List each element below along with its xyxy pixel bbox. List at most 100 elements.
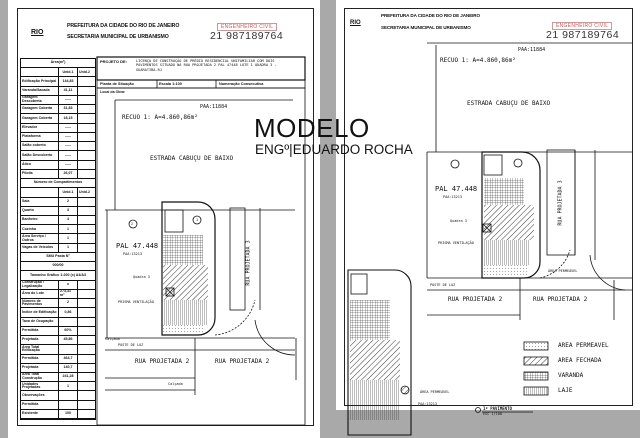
table-cell: 41,11: [59, 86, 78, 95]
ventilation-label-right: PRISMA VENTILAÇÃO: [438, 241, 474, 245]
table-cell: [78, 244, 95, 252]
watermark-title: MODELO: [254, 113, 370, 143]
table-cell: 18,15: [59, 114, 78, 123]
table-cell: -----: [59, 123, 78, 132]
table-cell: [78, 318, 95, 326]
table-cell: Área Total Edificação: [21, 345, 59, 354]
pal-sub-label-right: PAA:13213: [443, 195, 462, 199]
table-cell: x: [59, 280, 78, 289]
table-cell: [78, 170, 95, 178]
pal-label-right: PAL 47.448: [435, 185, 478, 193]
table-cell: [78, 161, 95, 169]
table-row: 000/00: [21, 262, 95, 272]
block-label: Quadra 3: [133, 275, 150, 279]
table-cell: [78, 308, 95, 316]
table-cell: [59, 400, 78, 409]
floor-scale: ESC 1/100: [483, 412, 502, 416]
rio-logo: RIO: [31, 29, 44, 36]
paa-label-right: PAA:11884: [518, 47, 546, 53]
table-row: Permitida: [21, 400, 95, 410]
table-cell: [78, 234, 95, 242]
table-cell: Cozinha: [21, 225, 59, 234]
table-cell: Permitida: [21, 326, 59, 336]
table-cell: [78, 151, 95, 159]
table-cell: [78, 290, 95, 298]
legend-permeable: AREA PERMEAVEL: [558, 342, 609, 349]
city-hall-title-right: PREFEITURA DA CIDADE DO RIO DE JANEIRO: [381, 13, 480, 18]
left-sheet-frame: [17, 8, 314, 426]
pole-label: POSTE DE LUZ: [118, 343, 144, 347]
legend-closed: AREA FECHADA: [558, 357, 602, 364]
project-description: LICENÇA DE CONSTRUÇÃO DE PRÉDIO RESIDENC…: [136, 59, 277, 72]
table-cell: Salão Descoberto: [21, 151, 59, 160]
street-2-label-right: RUA PROJETADA 2: [448, 296, 503, 303]
table-cell: [21, 188, 59, 197]
table-cell: -----: [59, 132, 78, 142]
street-vertical-label: RUA PROJETADA 3: [245, 240, 252, 286]
table-cell: Tamanho Gráfico 1:200 (x) A4/A3: [30, 272, 86, 277]
table-cell: [59, 345, 78, 354]
table-cell: [59, 391, 78, 400]
table-cell: Observações: [21, 391, 59, 400]
table-cell: 1: [59, 243, 78, 252]
table-cell: Salão coberto: [21, 142, 59, 151]
engineer-phone: 21 987189764: [210, 30, 284, 42]
table-cell: Permitida: [21, 400, 59, 409]
table-cell: Taxa de Ocupação: [21, 317, 59, 326]
table-cell: [78, 327, 95, 335]
table-row: Observações: [21, 391, 95, 401]
table-cell: 26,07: [59, 169, 78, 179]
table-cell: Edificação Principal: [21, 77, 59, 86]
table-row: Área(m²): [21, 59, 95, 69]
table-row: Elevador-----: [21, 123, 95, 133]
table-cell: Varanda/Sacada: [21, 86, 59, 95]
table-cell: 31,83: [59, 105, 78, 114]
table-cell: [78, 355, 95, 363]
table-cell: 100: [59, 409, 78, 419]
table-cell: 241,28: [59, 372, 78, 382]
recuo-label: RECUO 1: A=4.860,86m²: [122, 114, 198, 121]
table-cell: Garagem Coberta: [21, 105, 59, 114]
table-cell: Área Serviço / Outros: [21, 234, 59, 243]
street-2-label-b: RUA PROJETADA 2: [215, 358, 270, 365]
pal-label: PAL 47.448: [116, 242, 159, 250]
table-cell: Construção / Legalização: [21, 280, 59, 289]
table-row: SMU Pasta N°: [21, 253, 95, 263]
table-cell: 464,7: [59, 354, 78, 363]
table-cell: [78, 401, 95, 409]
table-row: Área Total Edificação: [21, 345, 95, 355]
table-cell: Área Total Construção: [21, 372, 59, 382]
table-cell: -----: [59, 95, 78, 105]
engineer-logo: ENGENHEIRO CIVIL: [217, 23, 278, 31]
drawing-scale: Escala 1:100: [159, 82, 182, 86]
table-row: Taxa de Ocupação: [21, 317, 95, 327]
table-cell: [78, 216, 95, 224]
table-cell: 3: [59, 206, 78, 215]
table-cell: SMU Pasta N°: [46, 254, 70, 259]
table-row: Ático-----: [21, 160, 95, 170]
table-cell: Área do Lote: [21, 289, 59, 299]
table-cell: 000/00: [52, 263, 64, 268]
lot-1-number: 1: [196, 218, 199, 222]
table-cell: Área(m²): [50, 60, 66, 65]
small-plan-paa: PAA:13213: [418, 402, 437, 406]
street-2-label-right-b: RUA PROJETADA 2: [533, 296, 588, 303]
table-cell: Permitida: [21, 354, 59, 363]
table-cell: [78, 124, 95, 132]
table-cell: Garagem Descoberta: [21, 95, 59, 105]
table-cell: Sala: [21, 197, 59, 206]
table-cell: -----: [59, 142, 78, 151]
table-cell: [78, 336, 95, 344]
table-cell: Pilotis: [21, 169, 59, 179]
table-cell: Unid.1: [59, 68, 78, 77]
